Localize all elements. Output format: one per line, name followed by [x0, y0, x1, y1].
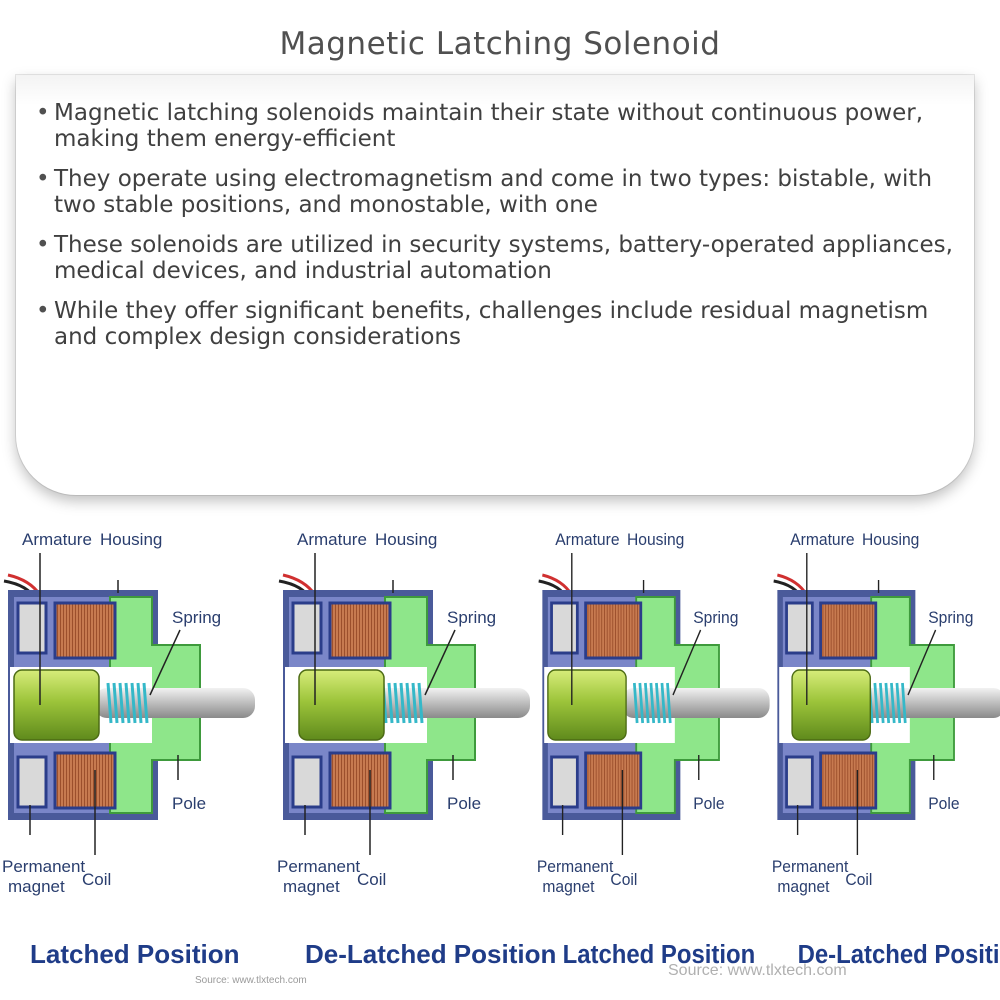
label-permanent-magnet: Permanent — [537, 857, 614, 876]
page-title: Magnetic Latching Solenoid — [279, 26, 721, 62]
label-spring: Spring — [693, 608, 738, 627]
plunger-shaft — [370, 688, 530, 718]
summary-bullets: Magnetic latching solenoids maintain the… — [36, 100, 966, 364]
spring-coil — [106, 682, 149, 724]
label-pole: Pole — [928, 794, 959, 813]
label-spring: Spring — [447, 608, 496, 627]
panel-caption: Latched Position — [30, 939, 239, 969]
spring-coil — [632, 682, 672, 724]
label-pole: Pole — [447, 794, 481, 813]
label-permanent-magnet-line2: magnet — [283, 877, 340, 896]
bullet-item: Magnetic latching solenoids maintain the… — [36, 100, 966, 152]
solenoid-panel-4: Armature HousingSpringPoleCoilPermanentma… — [772, 530, 1000, 969]
source-note-small: Source: www.tlxtech.com — [195, 975, 307, 986]
solenoid-panel-3: Armature HousingSpringPoleCoilPermanentma… — [537, 530, 770, 969]
permanent-magnet-top — [291, 601, 323, 655]
label-permanent-magnet: Permanent — [772, 857, 849, 876]
label-pole: Pole — [693, 794, 724, 813]
label-coil: Coil — [357, 870, 386, 889]
permanent-magnet-bottom — [16, 755, 48, 809]
label-armature: Armature — [555, 530, 619, 549]
label-housing: Housing — [862, 530, 919, 549]
coil-bottom — [53, 751, 117, 810]
armature — [13, 669, 100, 741]
permanent-magnet-bottom — [785, 755, 814, 809]
coil-top — [328, 601, 392, 660]
label-spring: Spring — [928, 608, 973, 627]
panel-caption: Latched Position — [563, 940, 756, 969]
armature — [298, 669, 385, 741]
label-housing: Housing — [375, 530, 437, 549]
leader-line — [907, 629, 937, 696]
bullet-item: They operate using electromagnetism and … — [36, 166, 966, 218]
label-housing: Housing — [100, 530, 162, 549]
label-pole: Pole — [172, 794, 206, 813]
panel-caption: De-Latched Position — [305, 939, 556, 969]
plunger-shaft — [95, 688, 255, 718]
label-permanent-magnet-line2: magnet — [777, 877, 830, 896]
bullet-item: These solenoids are utilized in security… — [36, 232, 966, 284]
coil-top — [584, 601, 643, 660]
permanent-magnet-bottom — [291, 755, 323, 809]
coil-bottom — [328, 751, 392, 810]
label-spring: Spring — [172, 608, 221, 627]
plunger-shaft — [622, 688, 770, 718]
leader-line — [424, 629, 456, 696]
plunger-shaft — [857, 688, 1000, 718]
label-armature: Armature — [22, 530, 92, 549]
leader-line — [149, 629, 181, 696]
armature — [547, 669, 627, 741]
permanent-magnet-bottom — [550, 755, 579, 809]
coil-bottom — [819, 751, 878, 810]
leader-line — [672, 629, 702, 696]
solenoid-panel-1: Armature HousingSpringPoleCoilPermanentma… — [2, 530, 255, 969]
panel-caption: De-Latched Position — [798, 940, 1000, 969]
label-armature: Armature — [297, 530, 367, 549]
label-permanent-magnet-line2: magnet — [542, 877, 595, 896]
armature — [791, 669, 871, 741]
permanent-magnet-top — [785, 601, 814, 655]
label-coil: Coil — [610, 870, 637, 889]
label-housing: Housing — [627, 530, 684, 549]
solenoid-panel-2: Armature HousingSpringPoleCoilPermanentma… — [277, 530, 556, 969]
label-permanent-magnet: Permanent — [2, 857, 85, 876]
label-permanent-magnet-line2: magnet — [8, 877, 65, 896]
permanent-magnet-top — [16, 601, 48, 655]
bullet-item: While they offer significant benefits, c… — [36, 298, 966, 350]
coil-bottom — [584, 751, 643, 810]
coil-top — [53, 601, 117, 660]
label-coil: Coil — [82, 870, 111, 889]
label-permanent-magnet: Permanent — [277, 857, 360, 876]
source-note-large: Source: www.tlxtech.com — [668, 962, 847, 979]
permanent-magnet-top — [550, 601, 579, 655]
label-coil: Coil — [845, 870, 872, 889]
label-armature: Armature — [790, 530, 854, 549]
coil-top — [819, 601, 878, 660]
